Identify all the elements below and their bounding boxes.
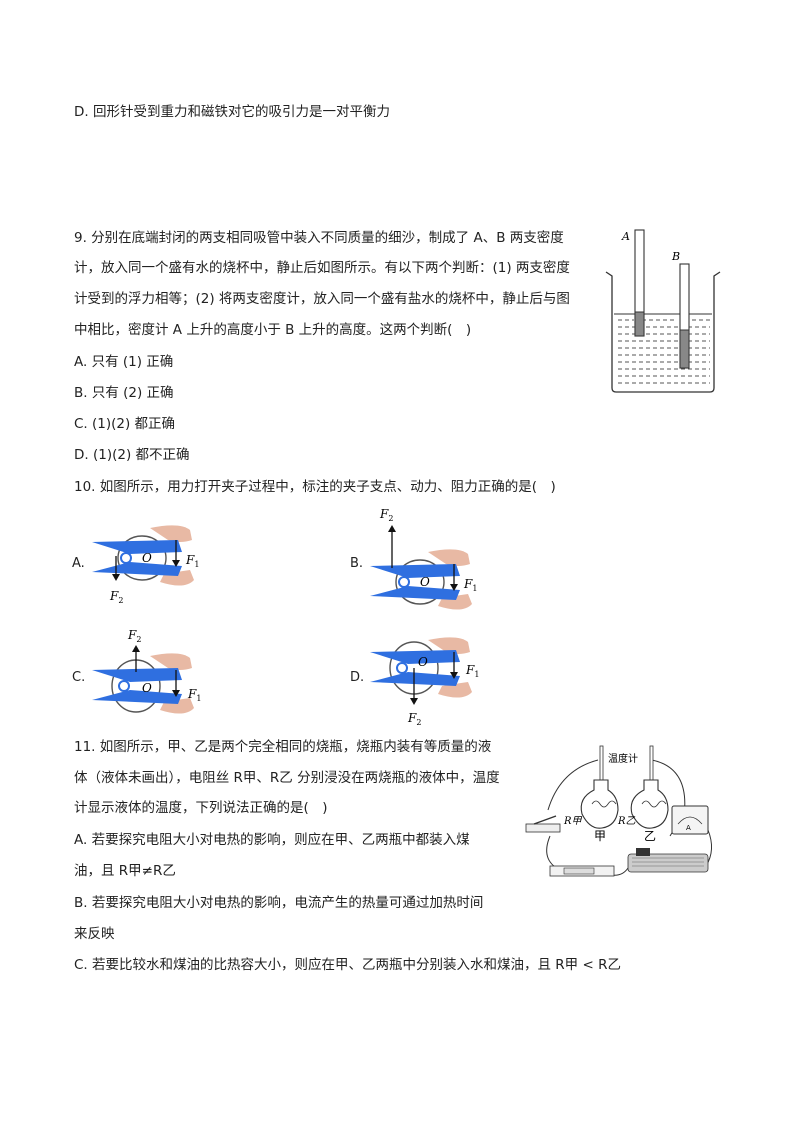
q11-option-b-line-1: B. 若要探究电阻大小对电热的影响，电流产生的热量可通过加热时间 [74,895,484,911]
flask-jia-label: 甲 [594,829,606,843]
ammeter-icon: A [671,805,709,835]
label-a: A [621,230,630,243]
switch-icon [525,815,561,833]
q10-clip-a-figure[interactable]: O F1 F2 [90,520,220,610]
q10-option-a-letter[interactable]: A. [72,556,85,571]
q9-option-d: D. (1)(2) 都不正确 [74,447,190,463]
pivot-o-label: O [142,551,152,565]
q9-stem-line-4: 中相比，密度计 A 上升的高度小于 B 上升的高度。这两个判断( ) [74,322,472,338]
clip-spring-icon [117,535,167,581]
q11-stem-line-1: 11. 如图所示，甲、乙是两个完全相同的烧瓶，烧瓶内装有等质量的液 [74,739,492,755]
flask-yi-label: 乙 [644,829,656,843]
rheostat-icon [627,848,709,873]
svg-text:F2: F2 [127,628,141,644]
q9-option-b: B. 只有 (2) 正确 [74,385,174,401]
beaker-icon [605,271,721,393]
q10-clip-b-figure[interactable]: O F1 F2 [368,502,498,620]
battery-icon [549,865,615,877]
q10-option-d-letter[interactable]: D. [350,670,365,685]
svg-text:F1: F1 [463,577,477,593]
q10-stem: 10. 如图所示，用力打开夹子过程中，标注的夹子支点、动力、阻力正确的是( ) [74,479,556,495]
svg-text:F2: F2 [407,711,421,726]
q9-option-a: A. 只有 (1) 正确 [74,354,174,370]
q9-beaker-figure: A B [605,229,721,393]
q10-clip-d-figure[interactable]: O F1 F2 [368,626,498,726]
svg-text:O: O [420,575,430,589]
r-jia-label: R甲 [563,816,583,827]
svg-text:F1: F1 [465,663,479,679]
q9-stem-line-3: 计受到的浮力相等；(2) 将两支密度计，放入同一个盛有盐水的烧杯中，静止后与图 [74,291,570,307]
svg-text:F1: F1 [187,687,201,703]
thermometer-label: 温度计 [608,752,638,765]
ammeter-label: A [686,824,691,832]
label-b: B [671,250,680,263]
svg-text:F2: F2 [379,507,393,523]
svg-text:F2: F2 [109,589,123,605]
svg-text:F1: F1 [185,553,199,569]
q10-clip-c-figure[interactable]: O F1 F2 [90,626,220,726]
q11-stem-line-2: 体（液体未画出），电阻丝 R甲、R乙 分别浸没在两烧瓶的液体中，温度 [74,770,500,786]
q11-option-a-line-1: A. 若要探究电阻大小对电热的影响，则应在甲、乙两瓶中都装入煤 [74,832,470,848]
q10-option-b-letter[interactable]: B. [350,556,364,571]
q11-option-c: C. 若要比较水和煤油的比热容大小，则应在甲、乙两瓶中分别装入水和煤油，且 R甲… [74,957,621,973]
q11-option-a-line-2: 油，且 R甲≠R乙 [74,863,176,879]
svg-text:O: O [418,655,428,669]
q11-circuit-figure: 温度计 甲 乙 R甲 R乙 A [525,745,712,877]
q9-option-c: C. (1)(2) 都正确 [74,416,176,432]
q8-option-d: D. 回形针受到重力和磁铁对它的吸引力是一对平衡力 [74,104,390,120]
q11-option-b-line-2: 来反映 [74,926,115,942]
q9-stem-line-2: 计，放入同一个盛有水的烧杯中，静止后如图所示。有以下两个判断：(1) 两支密度 [74,260,570,276]
q9-stem-line-1: 9. 分别在底端封闭的两支相同吸管中装入不同质量的细沙，制成了 A、B 两支密度 [74,230,564,246]
q10-option-c-letter[interactable]: C. [72,670,86,685]
svg-text:O: O [142,681,152,695]
r-yi-label: R乙 [617,816,636,827]
q11-stem-line-3: 计显示液体的温度，下列说法正确的是( ) [74,800,328,816]
